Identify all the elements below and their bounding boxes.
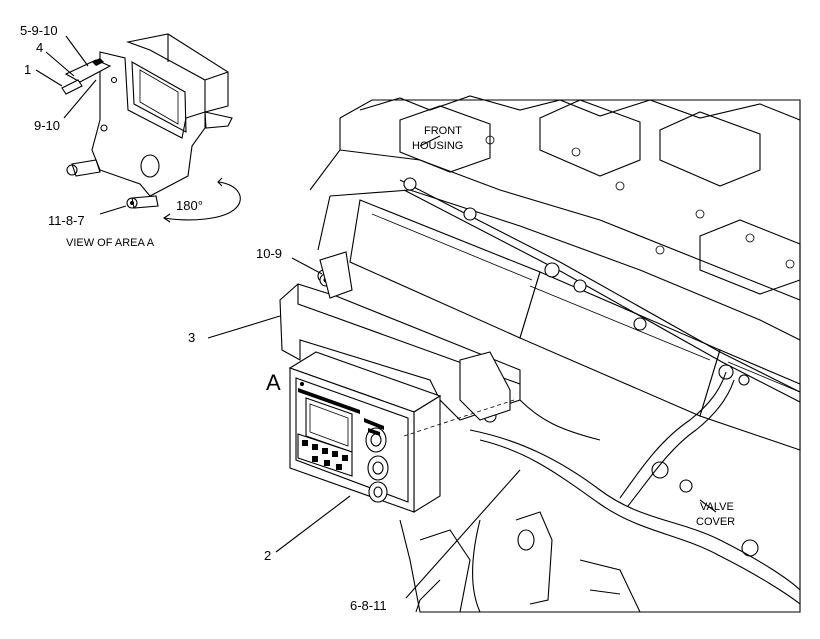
detail-view-area-a — [35, 33, 241, 223]
mounting-bracket — [279, 251, 521, 421]
control-box — [288, 351, 442, 513]
callout-1: 1 — [24, 62, 31, 77]
valve-cover-label-line2: COVER — [696, 516, 735, 528]
area-a-marker: A — [266, 370, 281, 395]
leader-lines — [207, 135, 717, 599]
callout-2: 2 — [264, 548, 271, 563]
callout-3: 3 — [188, 330, 195, 345]
callout-6-8-11: 6-8-11 — [350, 598, 387, 613]
callout-5-9-10: 5-9-10 — [20, 23, 58, 38]
front-housing-label-line2: HOUSING — [412, 140, 463, 152]
engine-assembly — [309, 95, 801, 613]
callout-4: 4 — [36, 40, 43, 55]
callout-11-8-7: 11-8-7 — [48, 213, 85, 228]
front-housing-label-line1: FRONT — [424, 125, 462, 137]
callout-9-10: 9-10 — [34, 118, 60, 133]
callout-10-9: 10-9 — [256, 246, 282, 261]
view-of-area-label: VIEW OF AREA A — [66, 237, 155, 249]
valve-cover-label-line1: VALVE — [700, 501, 734, 513]
rotation-label: 180° — [176, 198, 203, 213]
